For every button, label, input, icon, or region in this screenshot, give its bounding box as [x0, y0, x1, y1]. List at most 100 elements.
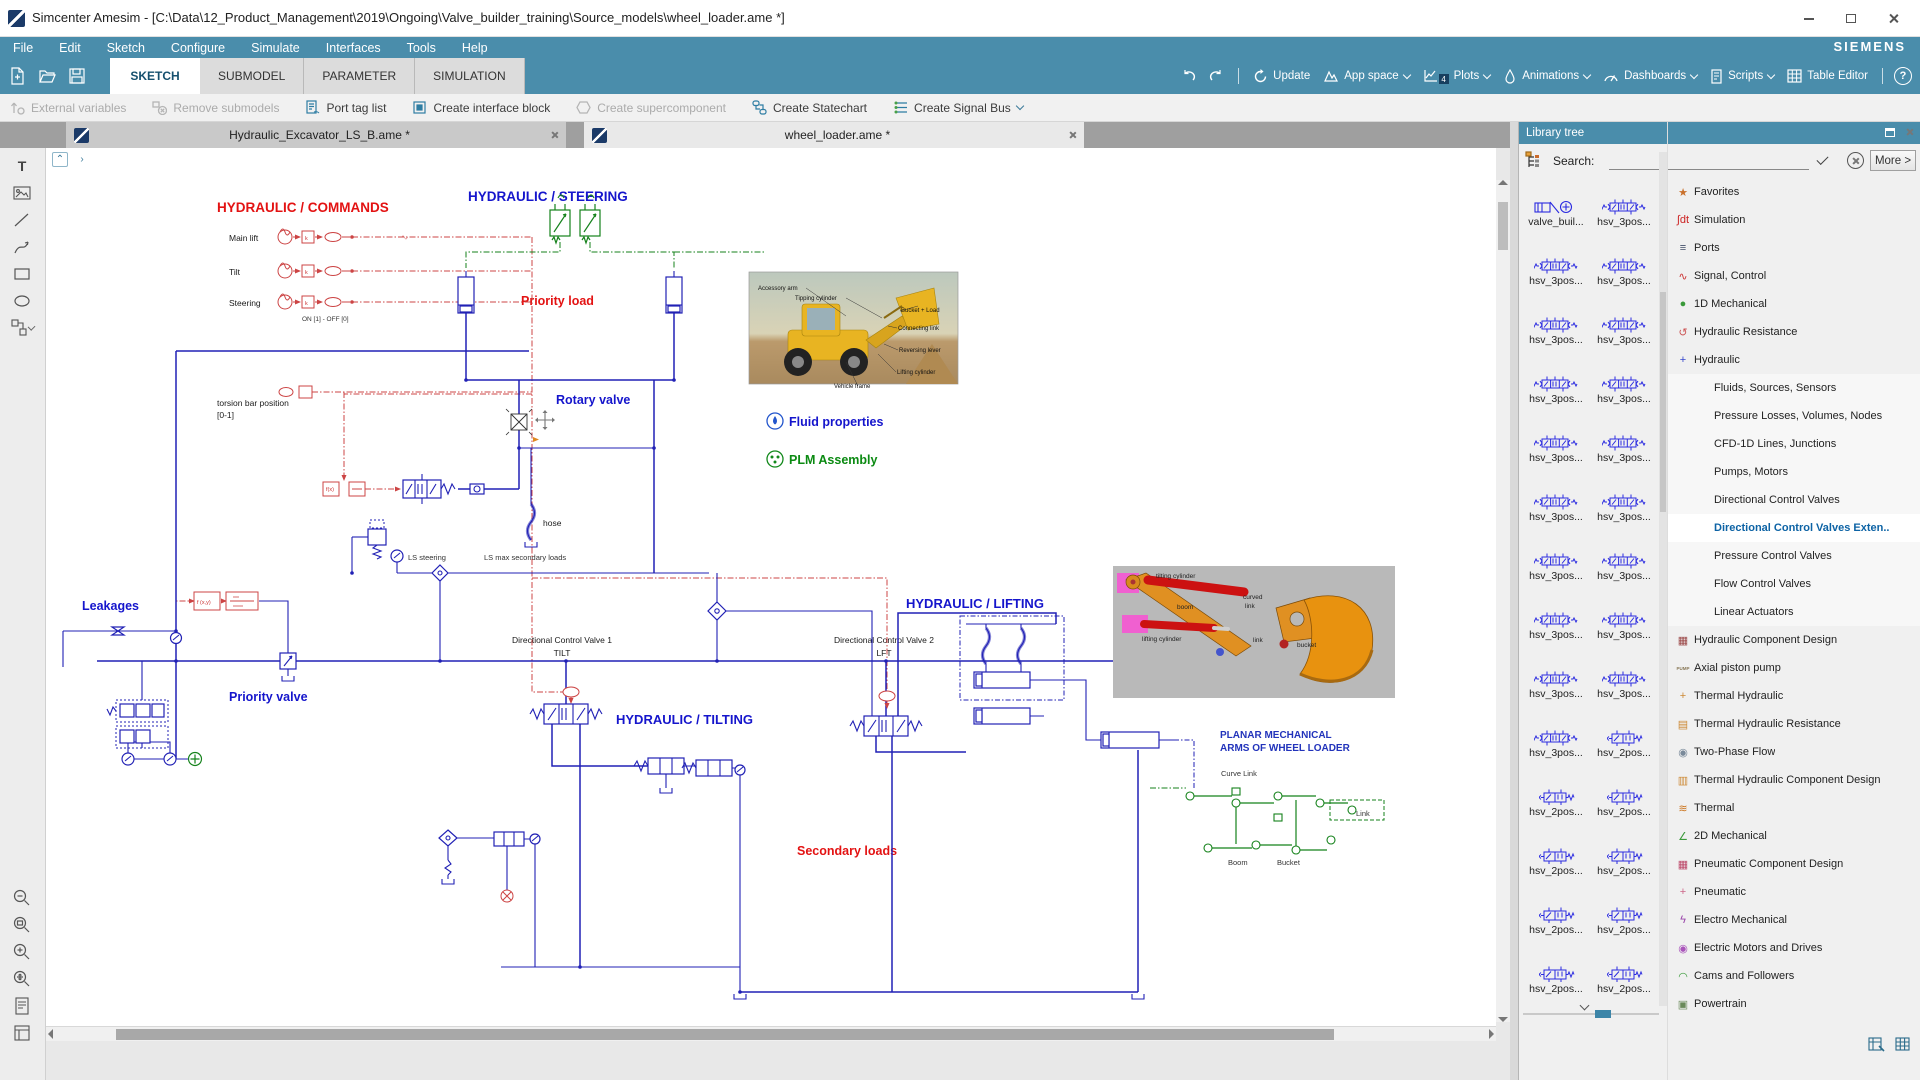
- ls-check-diamond-left[interactable]: [431, 564, 449, 582]
- library-component[interactable]: hsv_2pos...: [1523, 939, 1589, 995]
- submodel-group-tool[interactable]: [10, 316, 36, 340]
- library-category[interactable]: Flow Control Valves: [1668, 570, 1920, 598]
- redo-button[interactable]: [1206, 69, 1227, 84]
- canvas-horizontal-scrollbar[interactable]: [46, 1026, 1496, 1041]
- scroll-left-arrow[interactable]: [48, 1029, 53, 1039]
- undo-button[interactable]: [1178, 69, 1199, 84]
- library-component[interactable]: hsv_2pos...: [1591, 703, 1657, 759]
- zoom-out-tool[interactable]: [10, 886, 34, 910]
- library-category[interactable]: Directional Control Valves Exten..: [1668, 514, 1920, 542]
- dcv1-valve[interactable]: [529, 686, 603, 725]
- ls-bleed-valve[interactable]: [352, 519, 387, 560]
- scroll-up-arrow[interactable]: [1498, 180, 1508, 185]
- library-component[interactable]: hsv_3pos...: [1523, 290, 1589, 346]
- menu-help[interactable]: Help: [461, 40, 488, 55]
- tab-submodel[interactable]: SUBMODEL: [200, 58, 305, 94]
- horizontal-scroll-thumb[interactable]: [116, 1029, 1334, 1040]
- doc-tab-close-icon[interactable]: [1068, 131, 1076, 139]
- lifting-cylinder-a[interactable]: [973, 671, 1031, 689]
- library-category[interactable]: ▤Thermal Hydraulic Resistance: [1668, 710, 1920, 738]
- library-component[interactable]: valve_buil...: [1523, 172, 1589, 228]
- library-category[interactable]: ◠Cams and Followers: [1668, 962, 1920, 990]
- library-category[interactable]: +Hydraulic: [1668, 346, 1920, 374]
- library-category[interactable]: ↺Hydraulic Resistance: [1668, 318, 1920, 346]
- steering-pilot-valves[interactable]: [549, 194, 601, 245]
- library-category[interactable]: ●1D Mechanical: [1668, 290, 1920, 318]
- line-tool[interactable]: [10, 208, 34, 232]
- menu-sketch[interactable]: Sketch: [106, 40, 145, 55]
- library-component[interactable]: hsv_2pos...: [1591, 880, 1657, 936]
- pilot-function-blocks[interactable]: f(x): [322, 481, 366, 497]
- library-component[interactable]: hsv_3pos...: [1591, 172, 1657, 228]
- menu-tools[interactable]: Tools: [406, 40, 436, 55]
- library-component[interactable]: hsv_3pos...: [1523, 231, 1589, 287]
- new-model-icon[interactable]: [6, 65, 28, 87]
- animations-button[interactable]: Animations: [1500, 68, 1593, 84]
- command-signal-chains[interactable]: k k k: [277, 228, 408, 310]
- library-component[interactable]: hsv_3pos...: [1591, 526, 1657, 582]
- library-category[interactable]: CFD-1D Lines, Junctions: [1668, 430, 1920, 458]
- text-tool[interactable]: T: [17, 158, 27, 174]
- rotary-valve-symbol[interactable]: [505, 408, 539, 442]
- planar-mechanism[interactable]: [1150, 787, 1385, 855]
- help-button[interactable]: ?: [1894, 67, 1912, 85]
- library-category[interactable]: Linear Actuators: [1668, 598, 1920, 626]
- library-component[interactable]: hsv_3pos...: [1523, 467, 1589, 523]
- library-category[interactable]: +Thermal Hydraulic: [1668, 682, 1920, 710]
- lifting-cylinder-b[interactable]: [973, 707, 1031, 725]
- library-component[interactable]: hsv_3pos...: [1523, 585, 1589, 641]
- library-component[interactable]: hsv_3pos...: [1591, 349, 1657, 405]
- library-component[interactable]: hsv_2pos...: [1591, 762, 1657, 818]
- float-panel-icon[interactable]: [1885, 128, 1895, 137]
- zoom-window-tool[interactable]: [10, 913, 34, 937]
- create-signal-bus-button[interactable]: Create Signal Bus: [893, 100, 1025, 115]
- priority-valve-symbol[interactable]: [279, 652, 297, 682]
- library-category[interactable]: ◉Electric Motors and Drives: [1668, 934, 1920, 962]
- library-component[interactable]: hsv_3pos...: [1523, 644, 1589, 700]
- steering-cylinder-left[interactable]: [457, 271, 475, 314]
- grid-horizontal-scrollbar[interactable]: [1523, 1010, 1659, 1018]
- doc-tab-wheel-loader[interactable]: wheel_loader.ame *: [584, 122, 1084, 148]
- close-button[interactable]: [1874, 6, 1912, 31]
- maximize-button[interactable]: [1832, 6, 1870, 31]
- library-category[interactable]: Fluids, Sources, Sensors: [1668, 374, 1920, 402]
- library-component[interactable]: hsv_2pos...: [1523, 880, 1589, 936]
- library-component[interactable]: hsv_3pos...: [1591, 644, 1657, 700]
- menu-file[interactable]: File: [13, 40, 34, 55]
- zoom-in-tool[interactable]: [10, 940, 34, 964]
- search-clear-icon[interactable]: [1847, 152, 1864, 169]
- library-component[interactable]: hsv_2pos...: [1523, 821, 1589, 877]
- scripts-button[interactable]: Scripts: [1707, 68, 1777, 84]
- sketch-canvas[interactable]: HYDRAULIC / COMMANDS HYDRAULIC / STEERIN…: [46, 148, 1496, 1026]
- hose-steering[interactable]: [524, 503, 538, 548]
- leak-orifice[interactable]: [110, 626, 126, 636]
- canvas-expand-button[interactable]: ›: [74, 152, 90, 167]
- tree-mode-icon[interactable]: [1524, 151, 1546, 171]
- library-component[interactable]: hsv_3pos...: [1591, 585, 1657, 641]
- dcv2-valve[interactable]: [849, 690, 923, 737]
- torsion-bar-signal[interactable]: [278, 385, 313, 399]
- create-interface-block-button[interactable]: Create interface block: [412, 100, 550, 115]
- leakage-valve-block[interactable]: [106, 699, 177, 766]
- notes-tool[interactable]: [10, 1021, 34, 1045]
- library-component[interactable]: hsv_3pos...: [1591, 290, 1657, 346]
- steering-pilot-spool[interactable]: [402, 474, 456, 504]
- tab-simulation[interactable]: SIMULATION: [415, 58, 525, 94]
- library-component[interactable]: hsv_3pos...: [1523, 349, 1589, 405]
- create-supercomponent-button[interactable]: Create supercomponent: [576, 100, 726, 115]
- doc-tab-close-icon[interactable]: [550, 131, 558, 139]
- library-category[interactable]: ≡Ports: [1668, 234, 1920, 262]
- lifting-hoses[interactable]: [980, 627, 1027, 665]
- menu-simulate[interactable]: Simulate: [251, 40, 300, 55]
- component-list-view-icon[interactable]: [1868, 1037, 1885, 1052]
- ellipse-tool[interactable]: [10, 289, 34, 313]
- tilting-actuator-group[interactable]: [633, 757, 746, 794]
- canvas-vertical-scrollbar[interactable]: [1496, 180, 1510, 1022]
- library-category[interactable]: Directional Control Valves: [1668, 486, 1920, 514]
- tab-sketch[interactable]: SKETCH: [110, 58, 200, 94]
- check-valve[interactable]: [469, 483, 485, 495]
- library-category[interactable]: ◉Two-Phase Flow: [1668, 738, 1920, 766]
- table-editor-button[interactable]: Table Editor: [1784, 69, 1871, 83]
